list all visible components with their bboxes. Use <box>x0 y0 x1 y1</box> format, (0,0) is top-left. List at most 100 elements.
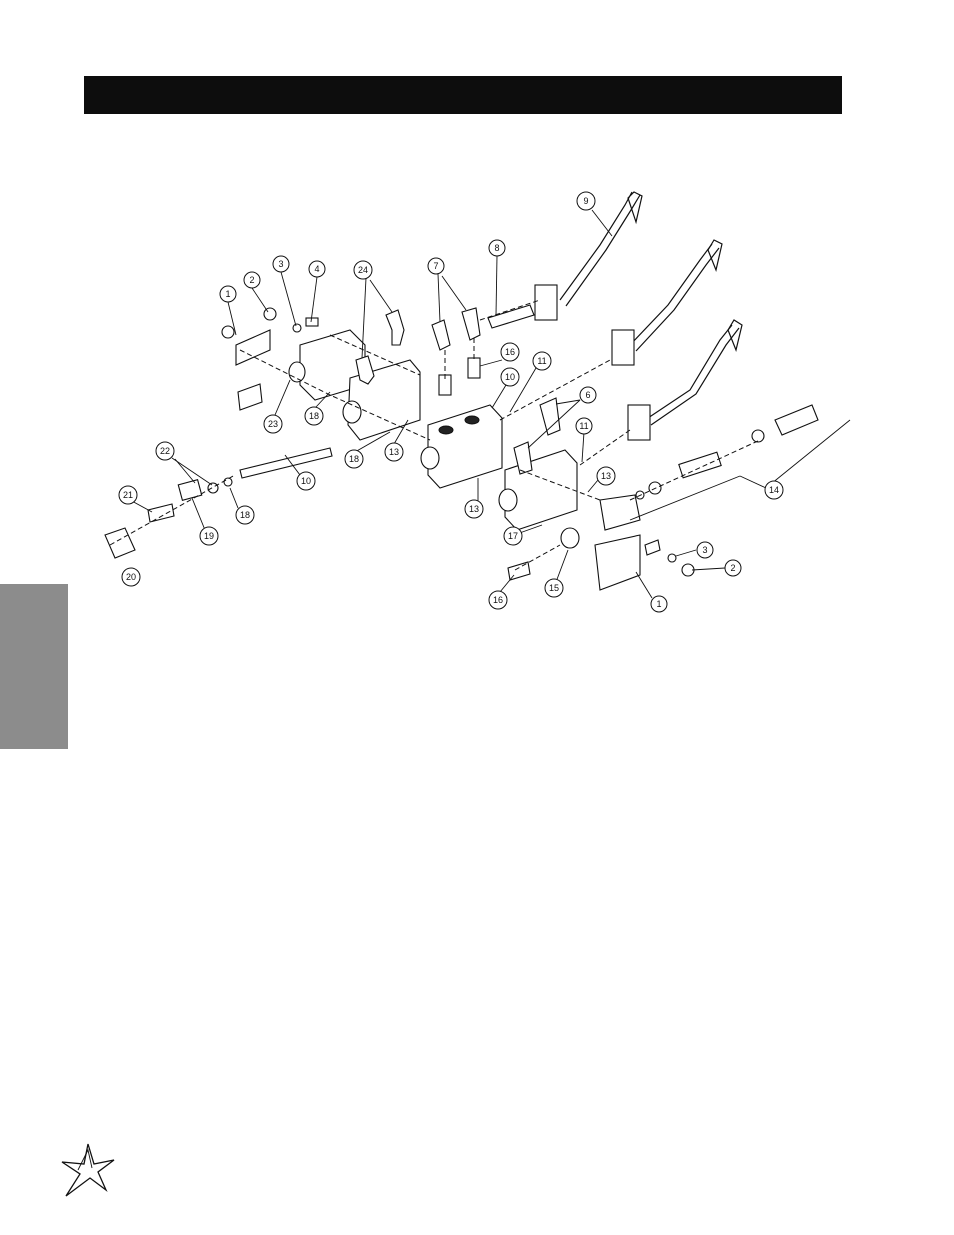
left-spool-assembly <box>104 447 333 559</box>
cap-14 <box>774 404 819 436</box>
callout-1-top: 1 <box>219 285 237 303</box>
stud-right <box>644 539 661 556</box>
callout-4: 4 <box>308 260 326 278</box>
elbow-6-lower <box>513 441 533 475</box>
leader-lines <box>129 209 851 599</box>
right-spool-assembly <box>635 404 819 577</box>
svg-text:1: 1 <box>656 599 661 609</box>
handle-brackets <box>487 284 651 441</box>
section-header-bar <box>84 76 842 114</box>
callout-10-lower: 10 <box>296 471 316 491</box>
dash-line-link <box>479 299 541 321</box>
callout-16-lower: 16 <box>488 590 508 610</box>
svg-text:16: 16 <box>505 347 515 357</box>
handle-lever-3 <box>644 324 740 426</box>
valve-port-3 <box>498 488 518 512</box>
elbow-24-upper <box>385 309 405 346</box>
svg-text:17: 17 <box>508 531 518 541</box>
callout-8: 8 <box>488 239 506 257</box>
callout-2-lower: 2 <box>724 559 742 577</box>
spring-19 <box>177 479 203 501</box>
nut-1-left <box>221 325 235 339</box>
dash-line-upper <box>329 334 421 376</box>
svg-text:22: 22 <box>160 446 170 456</box>
svg-text:13: 13 <box>601 471 611 481</box>
svg-text:2: 2 <box>730 563 735 573</box>
callout-21: 21 <box>118 485 138 505</box>
callout-1-lower: 1 <box>650 595 668 613</box>
link-plate <box>487 304 535 329</box>
callout-13-right: 13 <box>596 466 616 486</box>
spool-end-21 <box>147 503 175 523</box>
svg-text:3: 3 <box>278 259 283 269</box>
fitting-23 <box>288 361 306 383</box>
svg-text:3: 3 <box>702 545 707 555</box>
elbow-fittings <box>355 307 561 475</box>
handle-grip-3 <box>727 319 743 352</box>
elbow-7-right <box>461 307 481 341</box>
svg-text:24: 24 <box>358 265 368 275</box>
chapter-side-tab <box>0 584 68 749</box>
svg-text:15: 15 <box>549 583 559 593</box>
callout-7: 7 <box>427 257 445 275</box>
elbow-24-lower <box>355 355 375 385</box>
svg-text:11: 11 <box>579 421 588 431</box>
callout-20: 20 <box>121 567 141 587</box>
svg-text:13: 13 <box>469 504 479 514</box>
svg-text:10: 10 <box>505 372 515 382</box>
dash-line-right <box>519 469 601 501</box>
fitting-23-left <box>237 383 263 411</box>
dash-line-main <box>239 349 431 441</box>
callout-17: 17 <box>503 526 523 546</box>
callout-23: 23 <box>263 414 283 434</box>
elbow-6-upper <box>539 397 561 436</box>
callout-13-upper: 13 <box>384 442 404 462</box>
svg-text:20: 20 <box>126 572 136 582</box>
callout-3-lower: 3 <box>696 541 714 559</box>
svg-text:9: 9 <box>583 196 588 206</box>
washer-14c <box>751 429 765 443</box>
elbow-7-left <box>431 319 451 351</box>
callout-14: 14 <box>764 480 784 500</box>
callout-18-middle: 18 <box>344 449 364 469</box>
washer-18 <box>223 477 233 487</box>
callout-16-upper: 16 <box>500 342 520 362</box>
alignment-lines <box>109 299 761 571</box>
callout-13-lower: 13 <box>464 499 484 519</box>
left-bracket <box>235 329 271 366</box>
dash-line-bracket <box>499 359 611 421</box>
svg-text:13: 13 <box>389 447 399 457</box>
svg-text:10: 10 <box>301 476 311 486</box>
callout-22: 22 <box>155 441 175 461</box>
svg-text:18: 18 <box>309 411 319 421</box>
control-handles <box>559 191 743 426</box>
washer-22a <box>207 482 219 494</box>
washer-3-left <box>292 323 302 333</box>
svg-text:8: 8 <box>494 243 499 253</box>
svg-text:11: 11 <box>537 356 546 366</box>
handle-grip-1 <box>627 191 643 225</box>
right-bracket <box>594 534 641 591</box>
handle-grip-2 <box>707 239 723 273</box>
svg-text:4: 4 <box>314 264 319 274</box>
svg-text:14: 14 <box>769 485 779 495</box>
middle-valve-section <box>420 404 503 489</box>
callout-18-upper: 18 <box>304 406 324 426</box>
svg-text:7: 7 <box>433 261 438 271</box>
bracket-upper <box>534 284 558 321</box>
port-oring-right <box>464 415 480 425</box>
callout-15: 15 <box>544 578 564 598</box>
spool-10 <box>239 447 333 479</box>
handle-lever-2 <box>629 243 720 352</box>
washer-3-right <box>667 553 677 563</box>
svg-text:1: 1 <box>225 289 230 299</box>
callout-11-lower: 11 <box>575 417 593 435</box>
bracket-middle <box>611 329 635 366</box>
stud-4 <box>305 317 319 327</box>
svg-text:16: 16 <box>493 595 503 605</box>
dash-line-bracket-2 <box>579 429 631 466</box>
brand-star-logo <box>61 1143 115 1197</box>
callout-18-lower: 18 <box>235 505 255 525</box>
callout-3-top: 3 <box>272 255 290 273</box>
bracket-lower <box>627 404 651 441</box>
